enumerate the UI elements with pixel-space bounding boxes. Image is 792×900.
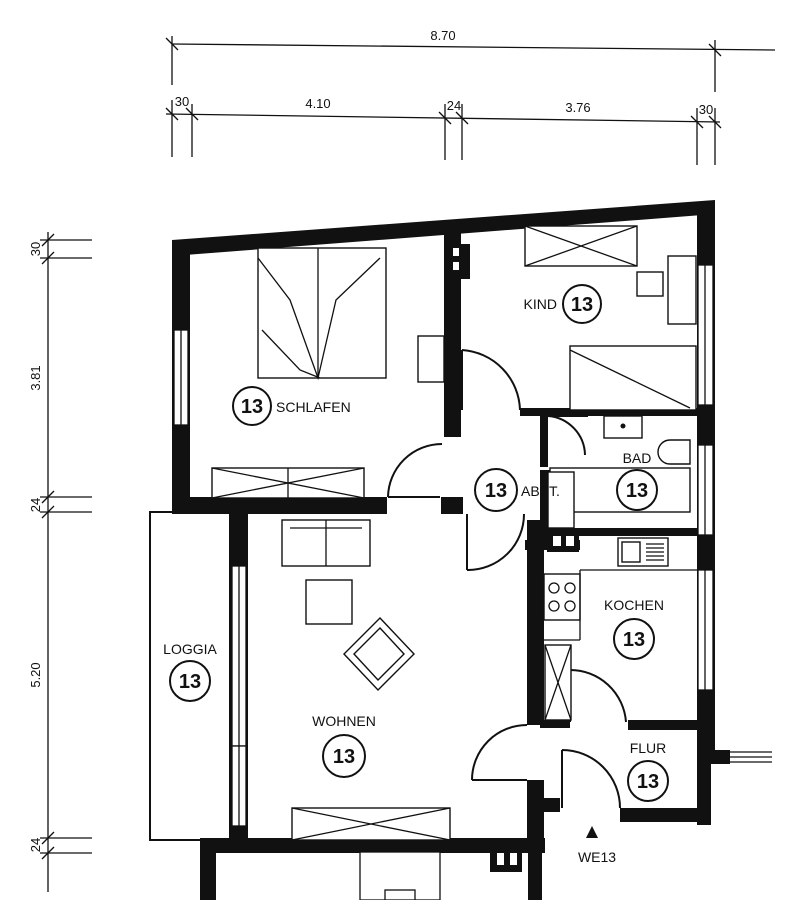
room-number: 13 — [333, 746, 355, 768]
wall-schlafen-kind — [444, 232, 461, 437]
room-label: KOCHEN — [604, 597, 664, 613]
room-label: KIND — [524, 296, 557, 312]
dim-left-seg-2: 3.81 — [28, 365, 43, 390]
sofa-icon — [281, 519, 371, 567]
toilet-icon — [657, 439, 691, 465]
wall-right-lower — [697, 745, 711, 825]
wall-abst-bottom — [540, 528, 697, 536]
dim-left-seg-5: 24 — [28, 838, 43, 852]
chair-icon — [636, 271, 664, 297]
wall-wohnen-kochen-lower — [527, 780, 544, 840]
armchair-icon — [343, 616, 415, 692]
room-number: 13 — [241, 396, 263, 418]
wall-bottom-left-down — [200, 838, 216, 900]
sink-drainboard — [646, 543, 664, 561]
room-label: WOHNEN — [312, 713, 376, 729]
wall-hall-left — [441, 497, 463, 514]
nightstand-icon — [417, 335, 445, 383]
table-icon — [305, 579, 353, 625]
wardrobe-icon — [211, 467, 365, 499]
left-dimension-lines — [40, 232, 92, 892]
dim-left-seg-4: 5.20 — [28, 662, 43, 687]
room-number: 13 — [623, 629, 645, 651]
room-wohnen: WOHNEN 13 — [312, 713, 376, 778]
room-number: 13 — [179, 671, 201, 693]
room-label: BAD — [623, 450, 652, 466]
top-dimension-lines — [165, 36, 776, 165]
wall-bottom-right-down — [528, 838, 542, 900]
dim-left-seg-1: 30 — [28, 242, 43, 256]
loggia-outline — [149, 511, 231, 841]
room-number: 13 — [571, 294, 593, 316]
room-label: SCHLAFEN — [276, 399, 351, 415]
room-number: 13 — [637, 771, 659, 793]
dim-top-seg-2: 4.10 — [305, 96, 330, 111]
wall-kochen-left-stub — [540, 720, 570, 728]
bed-single-icon — [569, 345, 697, 411]
column-block-3 — [547, 528, 579, 552]
stove-burners — [548, 582, 576, 612]
dim-top-seg-1: 30 — [175, 94, 189, 109]
entrance-arrow-icon — [586, 826, 598, 838]
column-block-details — [453, 248, 574, 865]
room-label: FLUR — [630, 740, 667, 756]
room-label: LOGGIA — [163, 641, 217, 657]
column-block-2 — [490, 848, 522, 872]
wall-abst-right — [540, 470, 550, 546]
dim-top-seg-5: 30 — [699, 102, 713, 117]
room-number: 13 — [485, 480, 507, 502]
room-flur: FLUR 13 — [627, 740, 669, 802]
desk-icon — [667, 255, 697, 325]
room-label: ABST. — [521, 483, 560, 499]
room-kind: 13 KIND — [524, 284, 602, 324]
dim-top-seg-4: 3.76 — [565, 100, 590, 115]
room-kochen: KOCHEN 13 — [604, 597, 664, 660]
wall-flur-left-stub — [540, 798, 560, 812]
room-bad: 13 BAD — [616, 450, 658, 511]
wall-kochen-flur — [628, 720, 700, 730]
wall-top — [172, 200, 715, 256]
wall-bad-left — [540, 412, 548, 467]
wall-schlafen-bottom — [172, 497, 387, 514]
dim-top-seg-3: 24 — [447, 98, 461, 113]
stove-icon — [543, 573, 581, 621]
bed-double-icon — [257, 247, 387, 381]
room-number: 13 — [626, 480, 648, 502]
wall-kind-bad — [520, 408, 700, 416]
wardrobe-icon — [524, 225, 638, 267]
dim-top-total: 8.70 — [430, 28, 455, 43]
wall-entrance-stub — [708, 750, 730, 764]
wall-wohnen-kochen — [527, 520, 544, 725]
entrance-label: WE13 — [578, 849, 616, 865]
furniture — [211, 225, 697, 841]
room-abst: 13 ABST. — [474, 468, 560, 512]
windows — [173, 264, 714, 900]
dim-left-seg-3: 24 — [28, 498, 43, 512]
sideboard-icon — [291, 807, 451, 841]
wall-wohnen-bottom — [200, 838, 545, 853]
entrance-rail — [730, 751, 772, 763]
room-loggia: LOGGIA 13 — [163, 641, 218, 702]
cabinet-icon — [547, 471, 575, 529]
wall-flur-bottom — [620, 808, 711, 822]
doors — [387, 349, 627, 809]
room-schlafen: 13 SCHLAFEN — [232, 386, 351, 426]
